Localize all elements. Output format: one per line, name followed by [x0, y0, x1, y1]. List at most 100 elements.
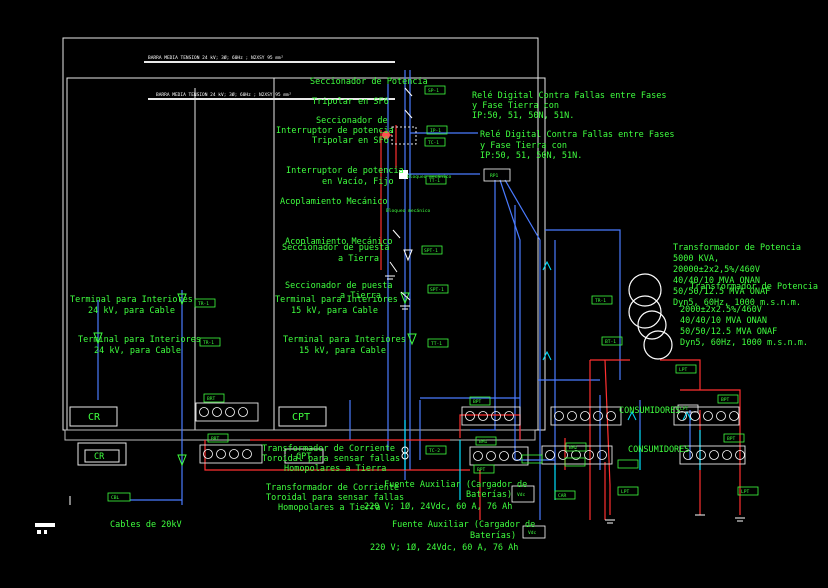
- label-fuente-1-l3: 220 V; 1Ø, 24Vdc, 60 A, 76 Ah: [364, 501, 512, 512]
- tag-brt: BRT: [207, 396, 216, 402]
- terminal-screw: [465, 411, 475, 421]
- terminal-screw: [683, 450, 693, 460]
- tag-bm1: BM1: [479, 439, 488, 445]
- cr-box: [69, 406, 118, 427]
- tag-lpt3: LPT: [621, 489, 630, 495]
- tag-bpt3: BPT: [727, 436, 736, 442]
- ground-symbols: [385, 275, 745, 524]
- tag-st2: SPT-1: [430, 287, 444, 293]
- terminal-screw: [606, 411, 616, 421]
- power-transformer-symbol: [628, 273, 673, 360]
- terminal-arrows: [93, 249, 692, 467]
- terminal-screw: [554, 411, 564, 421]
- cr-box-2: [77, 442, 127, 466]
- tag-bt1: BT-1: [605, 339, 616, 345]
- tag-ip1: IP-1: [430, 128, 441, 134]
- terminal-screw: [242, 449, 252, 459]
- label-rele-2: Relé Digital Contra Fallas entre Fases: [480, 129, 674, 140]
- label-tc-2-l3: Homopolares a Tierra: [278, 503, 380, 513]
- control-wiring: [97, 70, 691, 520]
- label-trafo-1-l2: 5000 KVA,: [673, 254, 719, 264]
- label-seccionador-tierra-2: Seccionador de puesta: [285, 281, 392, 291]
- label-consumidores-2: CONSUMIDORES: [628, 445, 689, 455]
- terminal-screw: [677, 411, 687, 421]
- breaker-symbol: [399, 170, 408, 179]
- cpt-box: [278, 406, 327, 427]
- terminal-screw: [545, 450, 555, 460]
- terminal-screw: [567, 411, 577, 421]
- terminal-screw: [558, 450, 568, 460]
- label-rele-1-l3: IP:50, 51, 50N, 51N.: [472, 111, 574, 121]
- terminal-screw: [216, 449, 226, 459]
- tag-tt2: TT-1: [431, 341, 442, 347]
- busbar-second-label: BARRA MEDIA TENSION 24 kV; 3Ø; 60Hz ; N2…: [156, 91, 291, 98]
- label-interruptor-vacio-l2: en Vacío, Fijo: [322, 177, 394, 187]
- label-seccionador-potencia: Seccionador de Potencia: [310, 77, 428, 87]
- terminal-screw: [203, 449, 213, 459]
- label-seccionador-int-l2: Interruptor de potencia: [276, 126, 394, 136]
- label-terminal-15-1: Terminal para Interiores: [275, 295, 398, 305]
- busbar-top-label: BARRA MEDIA TENSION 24 kV; 3Ø; 60Hz ; N2…: [148, 54, 283, 61]
- terminal-screw: [229, 449, 239, 459]
- terminal-screw: [716, 411, 726, 421]
- tag-tr1: TR-1: [198, 301, 209, 307]
- label-trafo-2: Transformador de Potencia: [690, 282, 818, 292]
- tag-vac2: Vdc: [528, 530, 537, 536]
- label-consumidores-1: CONSUMIDORES: [619, 406, 680, 416]
- terminal-screw: [238, 407, 248, 417]
- label-cpt: CPT: [292, 412, 310, 423]
- tag-st1: SPT-1: [424, 248, 438, 254]
- tag-car: CAR: [558, 493, 567, 499]
- terminal-screw: [571, 450, 581, 460]
- label-seccionador-int: Seccionador de: [316, 116, 388, 126]
- label-trafo-2-l2: 2000±2x2.5%/460V: [680, 305, 762, 315]
- tag-tc2: TC-2: [429, 448, 440, 454]
- label-cables: Cables de 20kV: [110, 520, 182, 530]
- label-terminal-24-1: Terminal para Interiores: [70, 295, 193, 305]
- label-seccionador-tierra-2-l2: a Tierra: [340, 291, 381, 301]
- tag-sp1: SP-1: [428, 88, 439, 94]
- label-fuente-2-l2: Baterías): [470, 531, 516, 541]
- label-cr: CR: [88, 412, 101, 423]
- label-trafo-2-l3: 40/40/10 MVA ONAN: [680, 316, 767, 326]
- terminal-screw: [212, 407, 222, 417]
- label-trafo-1-l4: 40/40/10 MVA ONAN: [673, 276, 760, 286]
- label-tc-1: Transformador de Corriente: [262, 444, 395, 454]
- terminal-screw: [722, 450, 732, 460]
- terminal-screw: [703, 411, 713, 421]
- tag-lpt2: LPT: [680, 406, 689, 412]
- label-bloqueo-1: Bloqueo mecánico: [407, 173, 451, 180]
- tag-bpt1: BPT: [721, 397, 730, 403]
- terminal-screw: [478, 411, 488, 421]
- switch-symbols: [389, 87, 417, 460]
- label-cr-2: CR: [94, 452, 105, 462]
- label-seccionador-int-l3: Tripolar en SF6: [312, 136, 389, 146]
- label-bloqueo-2: Bloqueo mecánico: [386, 207, 430, 214]
- terminal-screw: [690, 411, 700, 421]
- label-trafo-1-l5: 50/50/12.5 MVA ONAF: [673, 287, 770, 297]
- tag-tc1: TC-1: [428, 140, 439, 146]
- label-fuente-2: Fuente Auxiliar (Cargador de: [392, 520, 535, 530]
- terminal-screw: [504, 411, 514, 421]
- terminal-screw: [584, 450, 594, 460]
- label-tc-2-l2: Toroidal para sensar fallas: [266, 493, 404, 503]
- label-rele-1-l2: y Fase Tierra con: [472, 101, 559, 111]
- tag-tr2: TR-1: [203, 340, 214, 346]
- label-acoplamiento-2: Acoplamiento Mecánico: [285, 237, 392, 247]
- label-terminal-24-2-l2: 24 kV, para Cable: [94, 346, 181, 356]
- terminal-screw: [709, 450, 719, 460]
- label-fuente-2-l3: 220 V; 1Ø, 24Vdc, 60 A, 76 Ah: [370, 542, 518, 553]
- label-terminal-15-1-l2: 15 kV, para Cable: [291, 306, 378, 316]
- label-tc-2: Transformador de Corriente: [266, 483, 399, 493]
- tag-vac: Vdc: [517, 492, 526, 498]
- tag-boxes: [107, 85, 759, 539]
- terminal-screw: [593, 411, 603, 421]
- label-fuente-1: Fuente Auxiliar (Cargador de: [384, 480, 527, 490]
- terminal-screw: [499, 451, 509, 461]
- terminal-screw: [491, 411, 501, 421]
- label-rele-2-l3: IP:50, 51, 50N, 51N.: [480, 151, 582, 161]
- terminal-screw: [597, 450, 607, 460]
- scale-legend: [35, 496, 71, 534]
- tag-tt1: TT-1: [429, 178, 440, 184]
- tag-lpt4: LPT: [741, 489, 750, 495]
